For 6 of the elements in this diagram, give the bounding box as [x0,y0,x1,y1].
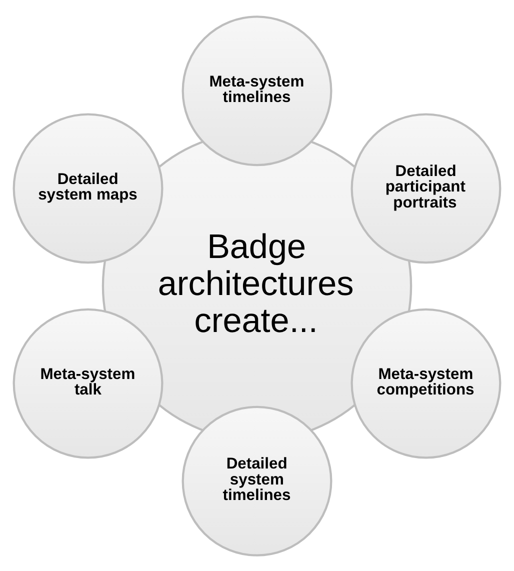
node-circle: Detailed system maps [12,112,164,264]
node-circle: Meta-system competitions [350,308,502,458]
node-circle: Detailed participant portraits [350,112,502,264]
node-circle: Meta-system timelines [182,15,332,166]
node-circle: Meta-system talk [12,308,164,458]
node-circle: Detailed system timelines [182,405,332,556]
